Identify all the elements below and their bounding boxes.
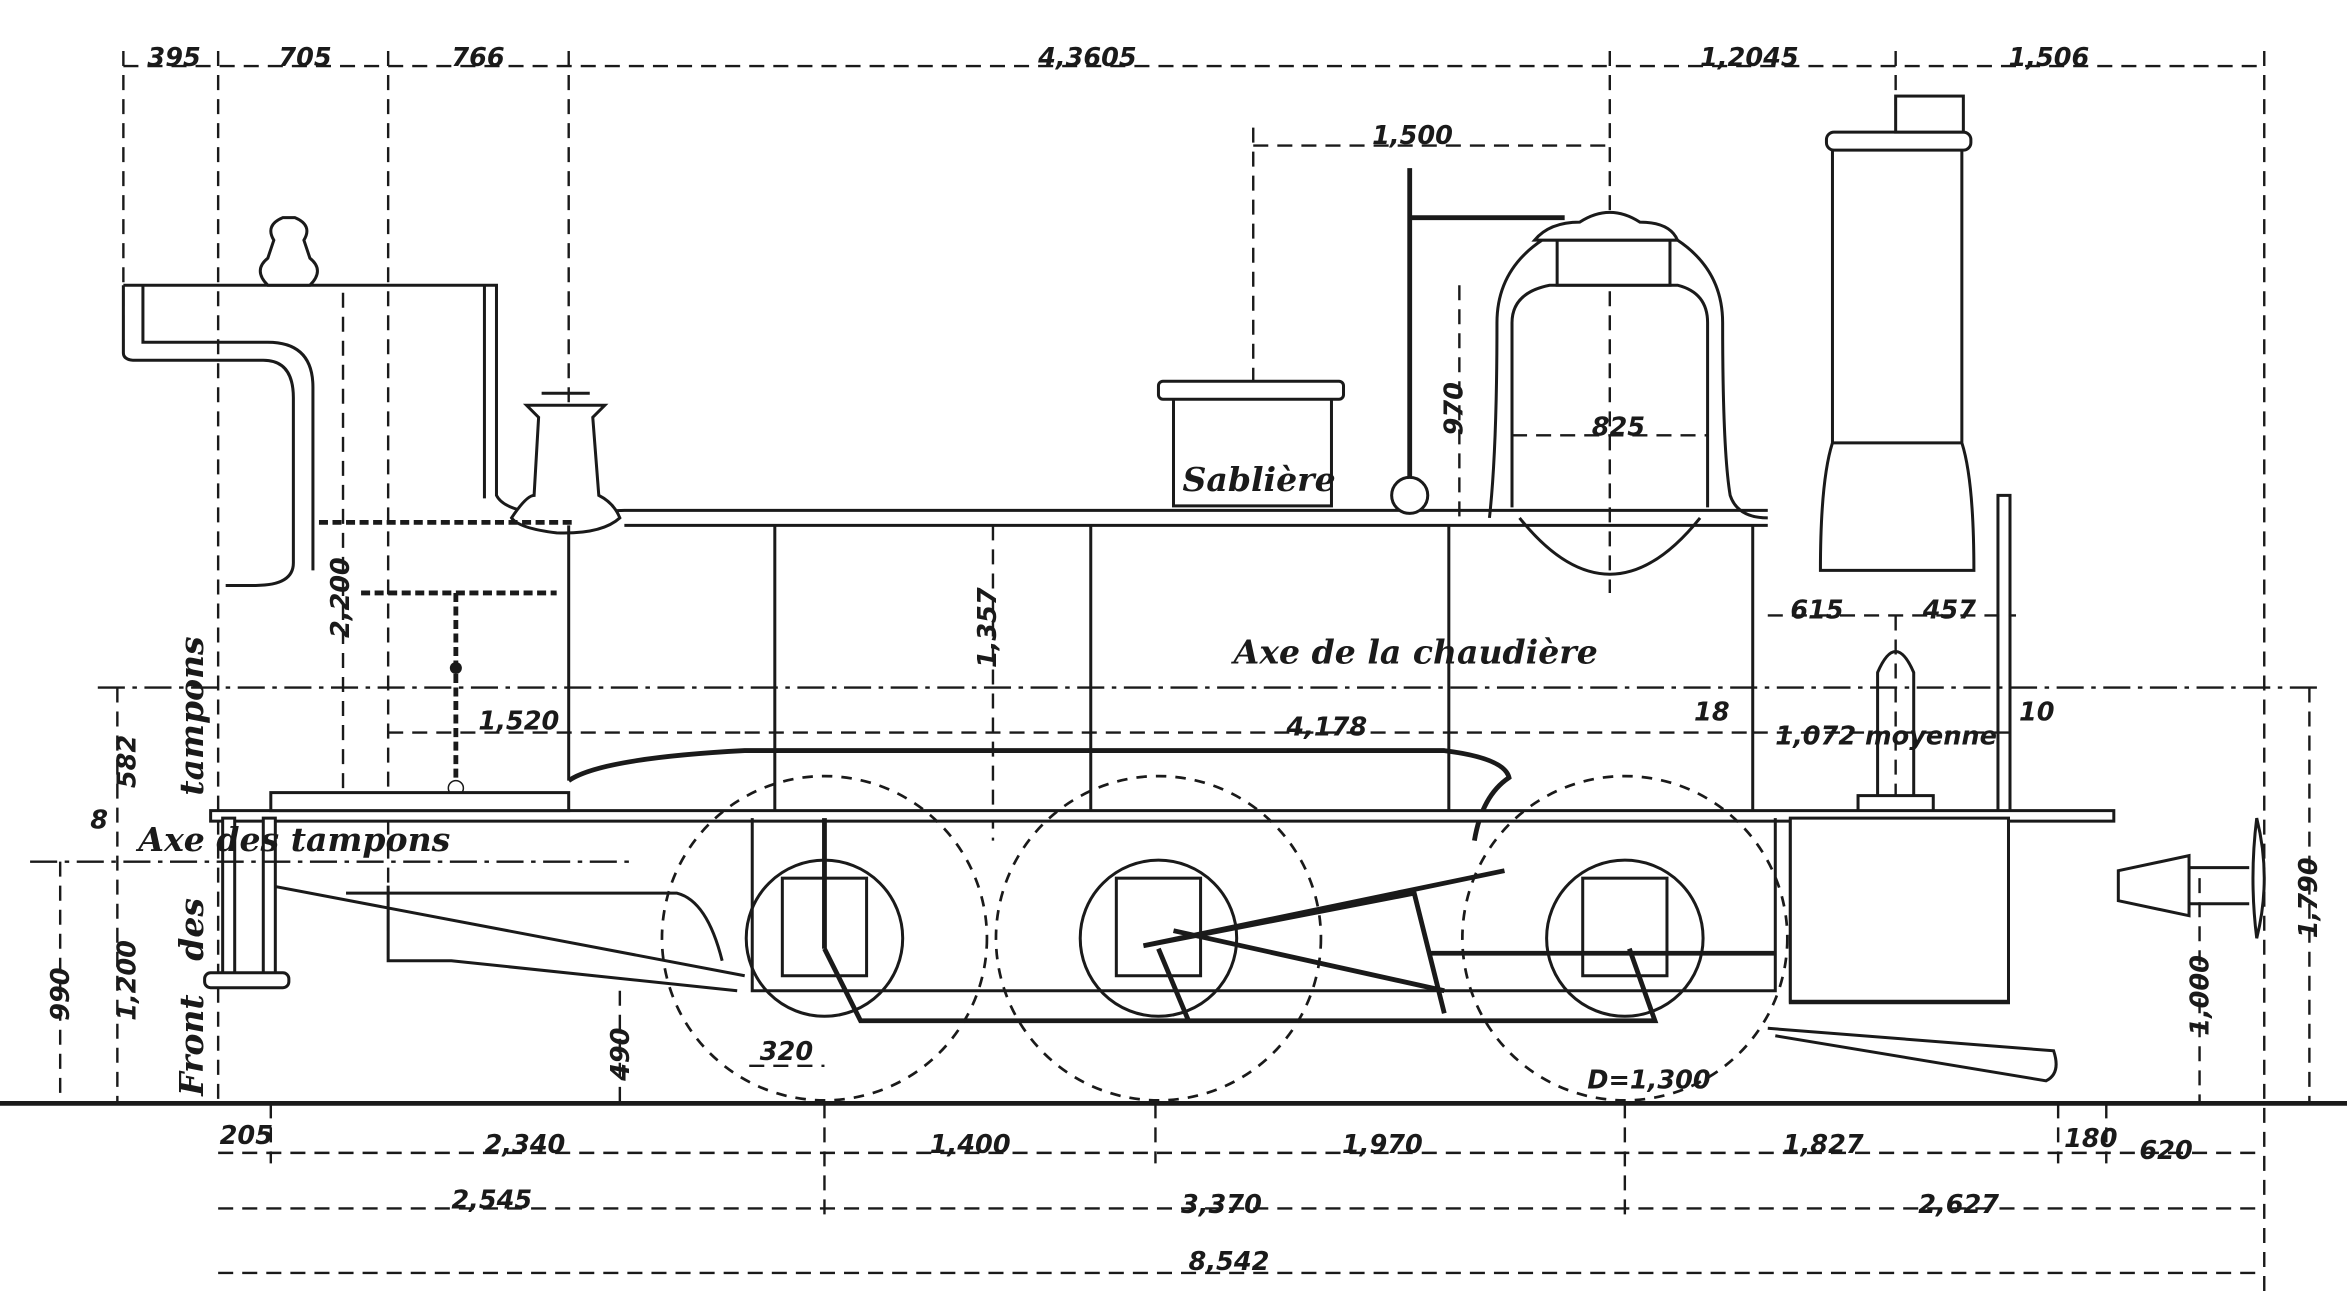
dim-3-370: 3,370 — [1181, 1190, 1262, 1220]
dim-825: 825 — [1592, 412, 1645, 442]
dim-1-000: 1,000 — [2186, 955, 2216, 1036]
dim-2-200: 2,200 — [326, 557, 356, 638]
bottom-dimension-lines — [218, 1103, 2265, 1275]
dim-615: 615 — [1790, 595, 1843, 625]
wheel-front — [1461, 774, 1789, 1102]
dim-1-400: 1,400 — [930, 1130, 1011, 1160]
regulator-wheel — [1390, 475, 1430, 515]
coupling-rod — [822, 818, 1659, 1024]
dim-457: 457 — [1922, 595, 1977, 625]
dim-1-827: 1,827 — [1783, 1130, 1864, 1160]
buffer-label-vertical: tampons — [172, 636, 211, 795]
dim-990: 990 — [46, 968, 76, 1021]
wheel-middle — [994, 774, 1323, 1102]
dim-1-520: 1,520 — [478, 707, 559, 737]
safety-valve — [509, 403, 622, 535]
dim-4-3605: 4,3605 — [1037, 43, 1137, 73]
dim-2-340: 2,340 — [484, 1130, 565, 1160]
front-label-b: des — [172, 898, 211, 961]
dim-205: 205 — [220, 1121, 273, 1151]
dim-620: 620 — [2139, 1136, 2192, 1166]
front-buffer — [2116, 853, 2250, 918]
sandbox-label: Sablière — [1183, 460, 1336, 499]
dim-180: 180 — [2064, 1124, 2117, 1154]
front-label-a: Front — [172, 994, 211, 1097]
dim-1-500: 1,500 — [1372, 121, 1453, 151]
dim-705: 705 — [278, 43, 331, 73]
chimney — [1818, 147, 1976, 572]
sandbox — [1171, 396, 1333, 508]
dim-d-1-300: D=1,300 — [1587, 1065, 1710, 1095]
dim-2-545: 2,545 — [451, 1185, 532, 1215]
dim-2-627: 2,627 — [1918, 1190, 1999, 1220]
dim-1-970: 1,970 — [1342, 1130, 1423, 1160]
steam-dome — [1487, 238, 1768, 520]
dim-766: 766 — [451, 43, 504, 73]
dim-1-357: 1,357 — [973, 587, 1003, 668]
dim-970: 970 — [1439, 382, 1469, 435]
boiler-axis-label: Axe de la chaudière — [1231, 633, 1598, 672]
dim-8-542: 8,542 — [1189, 1247, 1270, 1277]
frame-platform — [209, 809, 2116, 823]
dim-1-072-moyenne: 1,072 moyenne — [1775, 722, 1997, 752]
dim-1-200: 1,200 — [112, 940, 142, 1021]
dim-1-2045: 1,2045 — [1700, 43, 1799, 73]
dim-395: 395 — [147, 43, 200, 73]
dim-18: 18 — [1694, 698, 1730, 728]
dim-582: 582 — [112, 735, 142, 788]
dim-8: 8 — [90, 806, 108, 836]
dim-10: 10 — [2019, 698, 2055, 728]
whistle — [258, 216, 319, 287]
dim-1-790: 1,790 — [2294, 858, 2324, 939]
dim-320: 320 — [760, 1037, 813, 1067]
dim-1-506: 1,506 — [2008, 43, 2089, 73]
buffer-axis-label: Axe des tampons — [135, 820, 450, 859]
dim-4-178: 4,178 — [1285, 713, 1367, 743]
dim-490: 490 — [606, 1028, 636, 1082]
